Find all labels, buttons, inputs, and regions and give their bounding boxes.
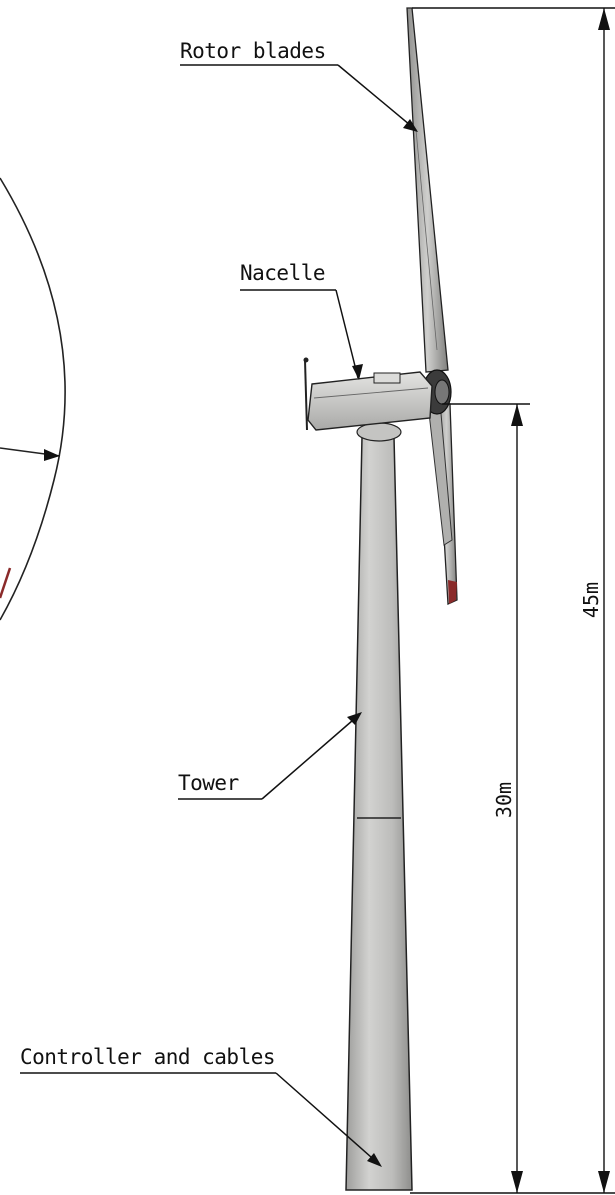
- label-rotor-blades: Rotor blades: [180, 39, 418, 132]
- controller-label: Controller and cables: [20, 1045, 275, 1069]
- nacelle: [303, 357, 433, 431]
- dimension-total-height: 45m: [410, 7, 615, 1194]
- dimension-hub-height: 30m: [442, 403, 530, 1193]
- nacelle-label: Nacelle: [240, 261, 325, 285]
- label-controller: Controller and cables: [20, 1045, 382, 1167]
- rotor-blades: [406, 7, 458, 605]
- total-height-label: 45m: [579, 582, 603, 618]
- tower-label: Tower: [178, 771, 239, 795]
- tower: [345, 422, 413, 1191]
- rotor-swept-arc: [0, 177, 66, 621]
- hub-height-label: 30m: [492, 782, 516, 818]
- label-nacelle: Nacelle: [240, 261, 363, 380]
- rotor-blades-label: Rotor blades: [180, 39, 326, 63]
- label-tower: Tower: [178, 712, 362, 800]
